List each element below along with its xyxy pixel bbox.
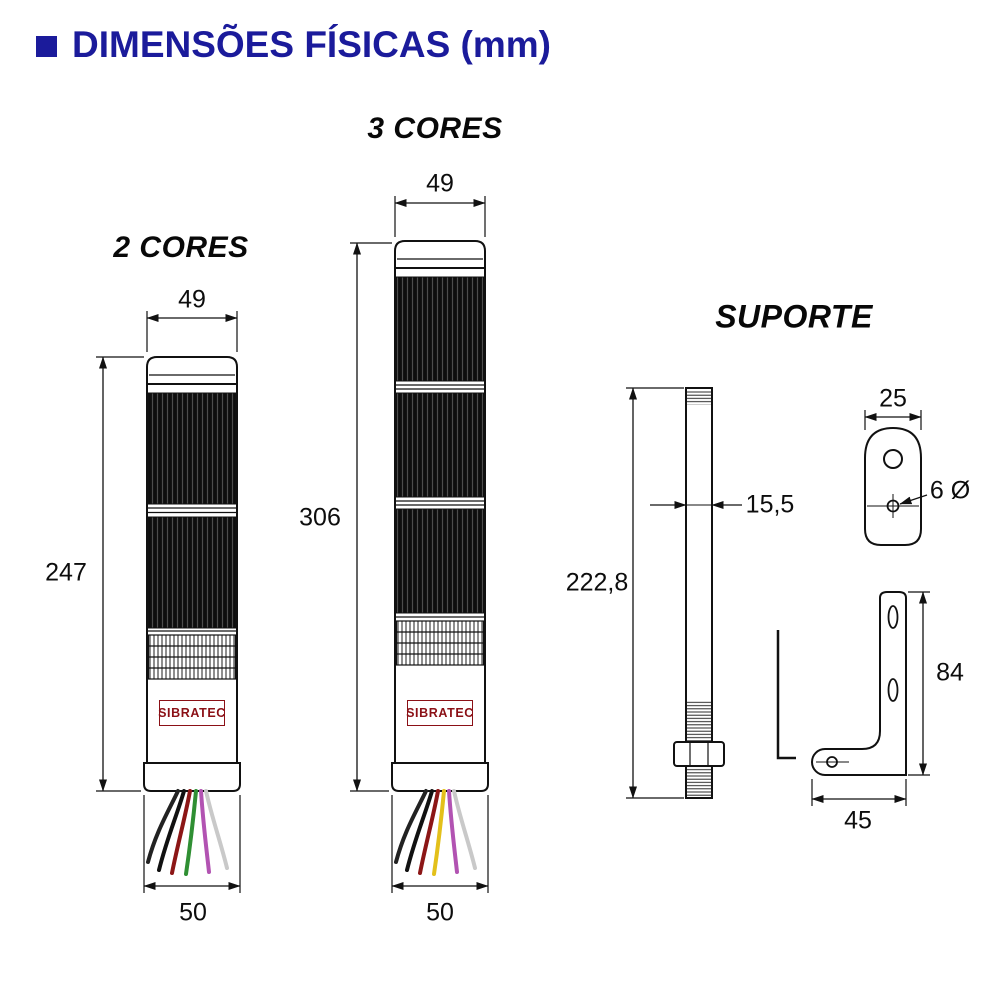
label-3-cores: 3 CORES <box>367 112 503 145</box>
tower-3cores-base <box>391 762 489 792</box>
l-bracket-slot-lower <box>887 678 899 702</box>
tower-2cores-base <box>143 762 241 792</box>
tower-2cores-module-1 <box>148 392 236 505</box>
title-bullet-icon <box>36 36 57 57</box>
tower-3cores-wires <box>394 789 477 876</box>
tower-2cores-wires <box>146 789 229 876</box>
l-bracket-outline <box>811 591 907 776</box>
page-title: DIMENSÕES FÍSICAS (mm) <box>36 24 551 66</box>
dim-2cores-top-width: 49 <box>178 285 206 314</box>
dim-3cores-height: 306 <box>299 503 341 532</box>
tower-2cores-module-2 <box>148 516 236 629</box>
tower-3cores-module-3 <box>396 508 484 614</box>
dim-hole-diameter: 6 Ø <box>929 476 971 505</box>
l-bracket-slot-upper <box>887 605 899 629</box>
dim-2cores-bottom-width: 50 <box>179 898 207 927</box>
support-pole-nut <box>673 741 725 767</box>
brand-logo-3cores: SIBRATEC <box>406 700 473 726</box>
mounting-tab-drawing <box>864 410 928 546</box>
dim-3cores-top-width: 49 <box>426 169 454 198</box>
dim-tab-width: 25 <box>879 384 907 413</box>
label-suporte: SUPORTE <box>715 298 873 335</box>
tower-3cores-module-2 <box>396 392 484 498</box>
tower-3cores-cap <box>394 240 486 269</box>
tower-2cores-drawing <box>143 356 241 876</box>
support-pole-drawing <box>626 387 742 799</box>
tower-3cores-module-1 <box>396 276 484 382</box>
mounting-tab-outline <box>864 426 922 546</box>
dim-pole-width: 15,5 <box>745 490 795 519</box>
dim-bracket-height: 84 <box>936 658 964 687</box>
mounting-tab-upper-hole <box>883 449 903 469</box>
l-bracket-drawing <box>776 591 930 806</box>
dim-pole-height: 222,8 <box>565 568 629 597</box>
tower-2cores-cap <box>146 356 238 385</box>
tower-2cores-dimension-lines <box>96 311 241 893</box>
dim-2cores-height: 247 <box>45 558 87 587</box>
dim-bracket-base: 45 <box>844 806 872 835</box>
tower-3cores-drawing <box>391 240 489 876</box>
dim-3cores-bottom-width: 50 <box>426 898 454 927</box>
brand-logo-2cores: SIBRATEC <box>158 700 225 726</box>
label-2-cores: 2 CORES <box>113 231 249 264</box>
l-bracket-edge-view <box>776 630 796 760</box>
tower-3cores-dimension-lines <box>350 196 489 893</box>
page-title-text: DIMENSÕES FÍSICAS (mm) <box>72 24 551 65</box>
